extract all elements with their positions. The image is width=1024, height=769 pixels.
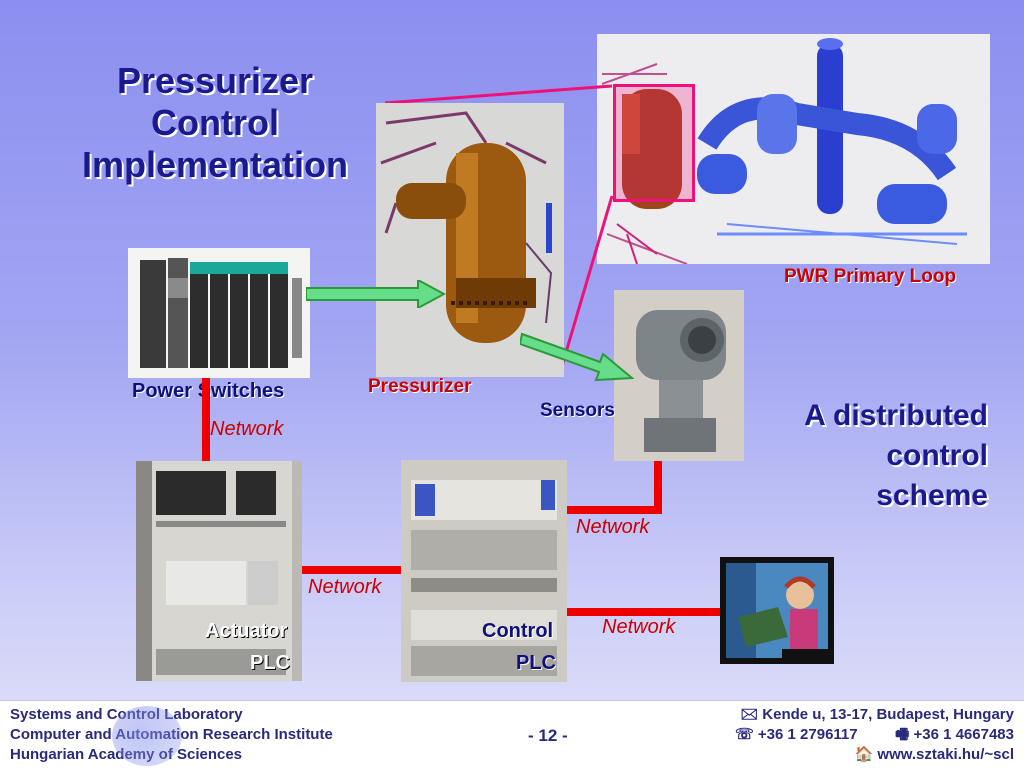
footer-contact: 🖂 Kende u, 13-17, Budapest, Hungary ☏ +3…: [735, 705, 1014, 765]
pwr-primary-loop-caption: PWR Primary Loop: [784, 266, 957, 287]
side-text-line-2: control: [886, 439, 988, 472]
network-label: Network: [576, 516, 650, 538]
footer: Systems and Control Laboratory Computer …: [0, 700, 1024, 769]
title-line-2: Control: [151, 102, 279, 143]
footer-web[interactable]: 🏠 www.sztaki.hu/~scl: [854, 746, 1014, 763]
power-switches-image: [128, 248, 310, 378]
pressurizer-image: [376, 103, 564, 377]
institute-logo: [112, 706, 182, 766]
sensors-caption: Sensors: [540, 400, 615, 421]
footer-phone: ☏ +36 1 2796117: [735, 726, 858, 743]
side-text-line-1: A distributed: [804, 399, 988, 432]
network-wire: [654, 461, 662, 514]
arrow-icon: [520, 332, 635, 382]
pressurizer-caption: Pressurizer: [368, 376, 472, 397]
actuator-plc-caption: PLC: [250, 652, 290, 674]
control-plc-image: [401, 460, 567, 682]
network-wire: [566, 506, 662, 514]
arrow-icon: [306, 280, 446, 308]
network-wire: [202, 378, 210, 462]
page-number: - 12 -: [528, 726, 568, 745]
title-line-3: Implementation: [81, 144, 349, 185]
operator-workstation-image: [720, 557, 834, 664]
slide-title: Pressurizer Control Implementation: [40, 60, 390, 186]
footer-address: 🖂 Kende u, 13-17, Budapest, Hungary: [740, 706, 1014, 723]
network-wire: [566, 608, 722, 616]
actuator-plc-image: [136, 461, 302, 681]
actuator-caption: Actuator: [205, 620, 288, 642]
network-label: Network: [602, 616, 676, 638]
footer-phone-fax: ☏ +36 1 2796117 🖷 +36 1 4667483: [735, 725, 1014, 745]
control-caption: Control: [482, 620, 554, 642]
network-label: Network: [308, 576, 382, 598]
network-label: Network: [210, 418, 284, 440]
side-description: A distributed control scheme: [804, 396, 988, 516]
footer-fax: 🖷 +36 1 4667483: [895, 726, 1014, 743]
pressurizer-highlight-box: [613, 84, 695, 202]
pwr-primary-loop-image: [597, 34, 990, 264]
sensor-image: [614, 290, 744, 461]
side-text-line-3: scheme: [876, 479, 988, 512]
network-wire: [302, 566, 402, 574]
title-line-1: Pressurizer: [116, 60, 314, 101]
control-plc-caption: PLC: [516, 652, 556, 674]
